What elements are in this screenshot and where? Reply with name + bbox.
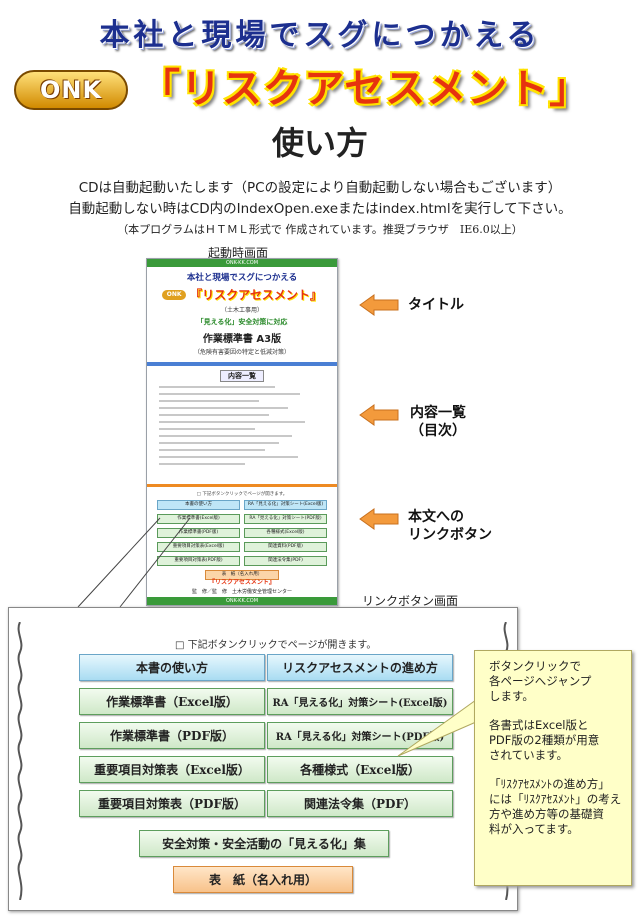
startup-screenshot: ONK-KK.COM 本社と現場でスグにつかえる ONK 『リスクアセスメント』… xyxy=(146,258,338,606)
key-items-pdf-button[interactable]: 重要項目対策表（PDF版） xyxy=(79,790,265,817)
ra-sheet-excel-button[interactable]: RA「見える化」対策シート(Excel版) xyxy=(267,688,453,715)
mini-footer-publisher: 監 修／監 修 土木労働安全管理センター xyxy=(191,589,292,595)
tooltip-text: します。 xyxy=(489,689,534,703)
mini-doc-sub: （危険有害要因の特定と低減対策） xyxy=(193,349,290,356)
mini-toc-title: 内容一覧 xyxy=(220,370,264,382)
std-excel-button[interactable]: 作業標準書（Excel版） xyxy=(79,688,265,715)
mini-doc-title: 作業標準書 A3版 xyxy=(202,334,282,345)
mini-btn-cover[interactable]: 表 紙（名入れ用） xyxy=(204,570,280,580)
mini-btn-forms-excel[interactable]: 各種様式(Excel版) xyxy=(244,528,327,538)
mini-btn-std-pdf[interactable]: 作業標準書(PDF版) xyxy=(157,528,240,538)
mini-slogan: 「見える化」安全対策に対応 xyxy=(196,318,288,326)
mini-divider xyxy=(147,362,337,366)
mini-headline: 本社と現場でスグにつかえる xyxy=(186,273,298,283)
arrow-left-icon xyxy=(359,294,399,316)
mini-toc-line xyxy=(159,442,279,444)
key-items-excel-button[interactable]: 重要項目対策表（Excel版） xyxy=(79,756,265,783)
mini-toc-line xyxy=(159,407,289,409)
tooltip-text: 方や進め方等の基礎資 xyxy=(489,807,604,821)
mini-button-note: □ 下記ボタンクリックでページが開きます。 xyxy=(196,492,288,497)
tooltip-text: PDF版の2種類が用意 xyxy=(489,733,600,747)
mini-divider-orange xyxy=(147,484,337,487)
mini-logo: ONK xyxy=(162,289,187,300)
tooltip-text: ボタンクリックで xyxy=(489,659,581,673)
mini-toc-line xyxy=(159,421,306,423)
callout-title: タイトル xyxy=(408,297,464,313)
mini-toc-line xyxy=(159,386,276,388)
tooltip-text: 各ページへジャンプ xyxy=(489,674,592,688)
mini-btn-ra-sheet-excel[interactable]: RA「見える化」対策シート(Excel版) xyxy=(244,500,327,510)
tooltip-text: されています。 xyxy=(489,748,569,762)
link-screen-caption: リンクボタン画面 xyxy=(362,594,459,608)
arrow-left-icon xyxy=(359,404,399,426)
mini-toc-line xyxy=(159,435,292,437)
mini-logo-row: ONK 『リスクアセスメント』 xyxy=(147,286,337,303)
headline: 本社と現場でスグにつかえる xyxy=(99,18,541,53)
ra-process-button[interactable]: リスクアセスメントの進め方 xyxy=(267,654,453,681)
manual-start-note: 自動起動しない時はCD内のIndexOpen.exeまたはindex.htmlを… xyxy=(68,201,572,217)
mini-toc-line xyxy=(159,449,266,451)
mini-edition: （土木工事用） xyxy=(220,307,263,314)
mini-bottom-bar: ONK-KK.COM xyxy=(147,597,337,605)
startup-screen-caption: 起動時画面 xyxy=(208,246,269,260)
mini-btn-std-excel[interactable]: 作業標準書(Excel版) xyxy=(157,514,240,524)
mini-toc-line xyxy=(159,456,299,458)
mini-btn-key-excel[interactable]: 重要項目対策表(Excel版) xyxy=(157,542,240,552)
mini-toc-line xyxy=(159,463,246,465)
explanation-tooltip: ボタンクリックで 各ページへジャンプ します。 各書式はExcel版と PDF版… xyxy=(474,650,632,886)
mini-footer: 『リスクアセスメント』 監 修／監 修 土木労働安全管理センター xyxy=(147,577,337,595)
mini-btn-usage[interactable]: 本書の使い方 xyxy=(157,500,240,510)
std-pdf-button[interactable]: 作業標準書（PDF版） xyxy=(79,722,265,749)
mini-title: 『リスクアセスメント』 xyxy=(190,288,322,302)
tooltip-text: には「ﾘｽｸｱｾｽﾒﾝﾄ」の考え xyxy=(489,792,622,806)
ra-sheet-pdf-button[interactable]: RA「見える化」対策シート(PDF版) xyxy=(267,722,453,749)
forms-excel-button[interactable]: 各種様式（Excel版） xyxy=(267,756,453,783)
mini-toc-line xyxy=(159,428,256,430)
callout-link-line1: 本文への xyxy=(408,509,464,525)
tooltip-text: 各書式はExcel版と xyxy=(489,718,589,732)
button-instruction-note: □ 下記ボタンクリックでページが開きます。 xyxy=(175,640,377,651)
tooltip-paragraph-formats: 各書式はExcel版と PDF版の2種類が用意 されています。 xyxy=(489,718,625,763)
mini-toc-line xyxy=(159,400,259,402)
page-subtitle: 使い方 xyxy=(271,124,368,162)
tooltip-paragraph-jump: ボタンクリックで 各ページへジャンプ します。 xyxy=(489,659,625,704)
mini-btn-related-pdf[interactable]: 関連資料(PDF版) xyxy=(244,542,327,552)
mini-btn-ra-sheet-pdf[interactable]: RA「見える化」対策シート(PDF版) xyxy=(244,514,327,524)
mini-header: 本社と現場でスグにつかえる ONK 『リスクアセスメント』 （土木工事用） 「見… xyxy=(147,267,337,356)
callout-toc: 内容一覧 （目次） xyxy=(410,404,466,440)
tooltip-paragraph-ra: 「ﾘｽｸｱｾｽﾒﾝﾄの進め方」 には「ﾘｽｸｱｾｽﾒﾝﾄ」の考え 方や進め方等の… xyxy=(489,777,625,837)
callout-link-line2: リンクボタン xyxy=(408,527,492,543)
browser-note: （本プログラムはＨＴＭＬ形式で 作成されています。推奨ブラウザ IE6.0以上） xyxy=(117,223,523,236)
visual-collection-button[interactable]: 安全対策・安全活動の「見える化」集 xyxy=(139,830,389,857)
mini-footer-logo: 『リスクアセスメント』 xyxy=(209,579,275,586)
scroll-ornament-icon xyxy=(17,622,23,900)
callout-toc-line2: （目次） xyxy=(410,423,466,439)
onk-logo: ONK xyxy=(14,70,128,110)
mini-toc-line xyxy=(159,414,269,416)
main-title: 「リスクアセスメント」 xyxy=(140,66,591,112)
mini-toc-line xyxy=(159,393,301,395)
autostart-note: CDは自動起動いたします（PCの設定により自動起動しない場合もございます） xyxy=(78,180,562,196)
mini-button-grid: 本書の使い方 RA「見える化」対策シート(Excel版) 作業標準書(Excel… xyxy=(157,500,327,580)
tooltip-text: 料が入ってます。 xyxy=(489,822,579,836)
callout-link-buttons: 本文への リンクボタン xyxy=(408,508,492,544)
usage-button[interactable]: 本書の使い方 xyxy=(79,654,265,681)
cover-button[interactable]: 表 紙（名入れ用） xyxy=(173,866,353,893)
callout-toc-line1: 内容一覧 xyxy=(410,405,466,421)
tooltip-text: 「ﾘｽｸｱｾｽﾒﾝﾄの進め方」 xyxy=(489,777,610,791)
mini-btn-key-pdf[interactable]: 重要項目対策表(PDF版) xyxy=(157,556,240,566)
mini-top-bar: ONK-KK.COM xyxy=(147,259,337,267)
arrow-left-icon xyxy=(359,508,399,530)
mini-toc-list xyxy=(159,386,325,478)
mini-btn-laws-pdf[interactable]: 関連法令集(PDF) xyxy=(244,556,327,566)
mini-button-area: □ 下記ボタンクリックでページが開きます。 本書の使い方 RA「見える化」対策シ… xyxy=(147,491,337,580)
laws-pdf-button[interactable]: 関連法令集（PDF） xyxy=(267,790,453,817)
link-button-screen: □ 下記ボタンクリックでページが開きます。 本書の使い方 リスクアセスメントの進… xyxy=(8,607,518,911)
